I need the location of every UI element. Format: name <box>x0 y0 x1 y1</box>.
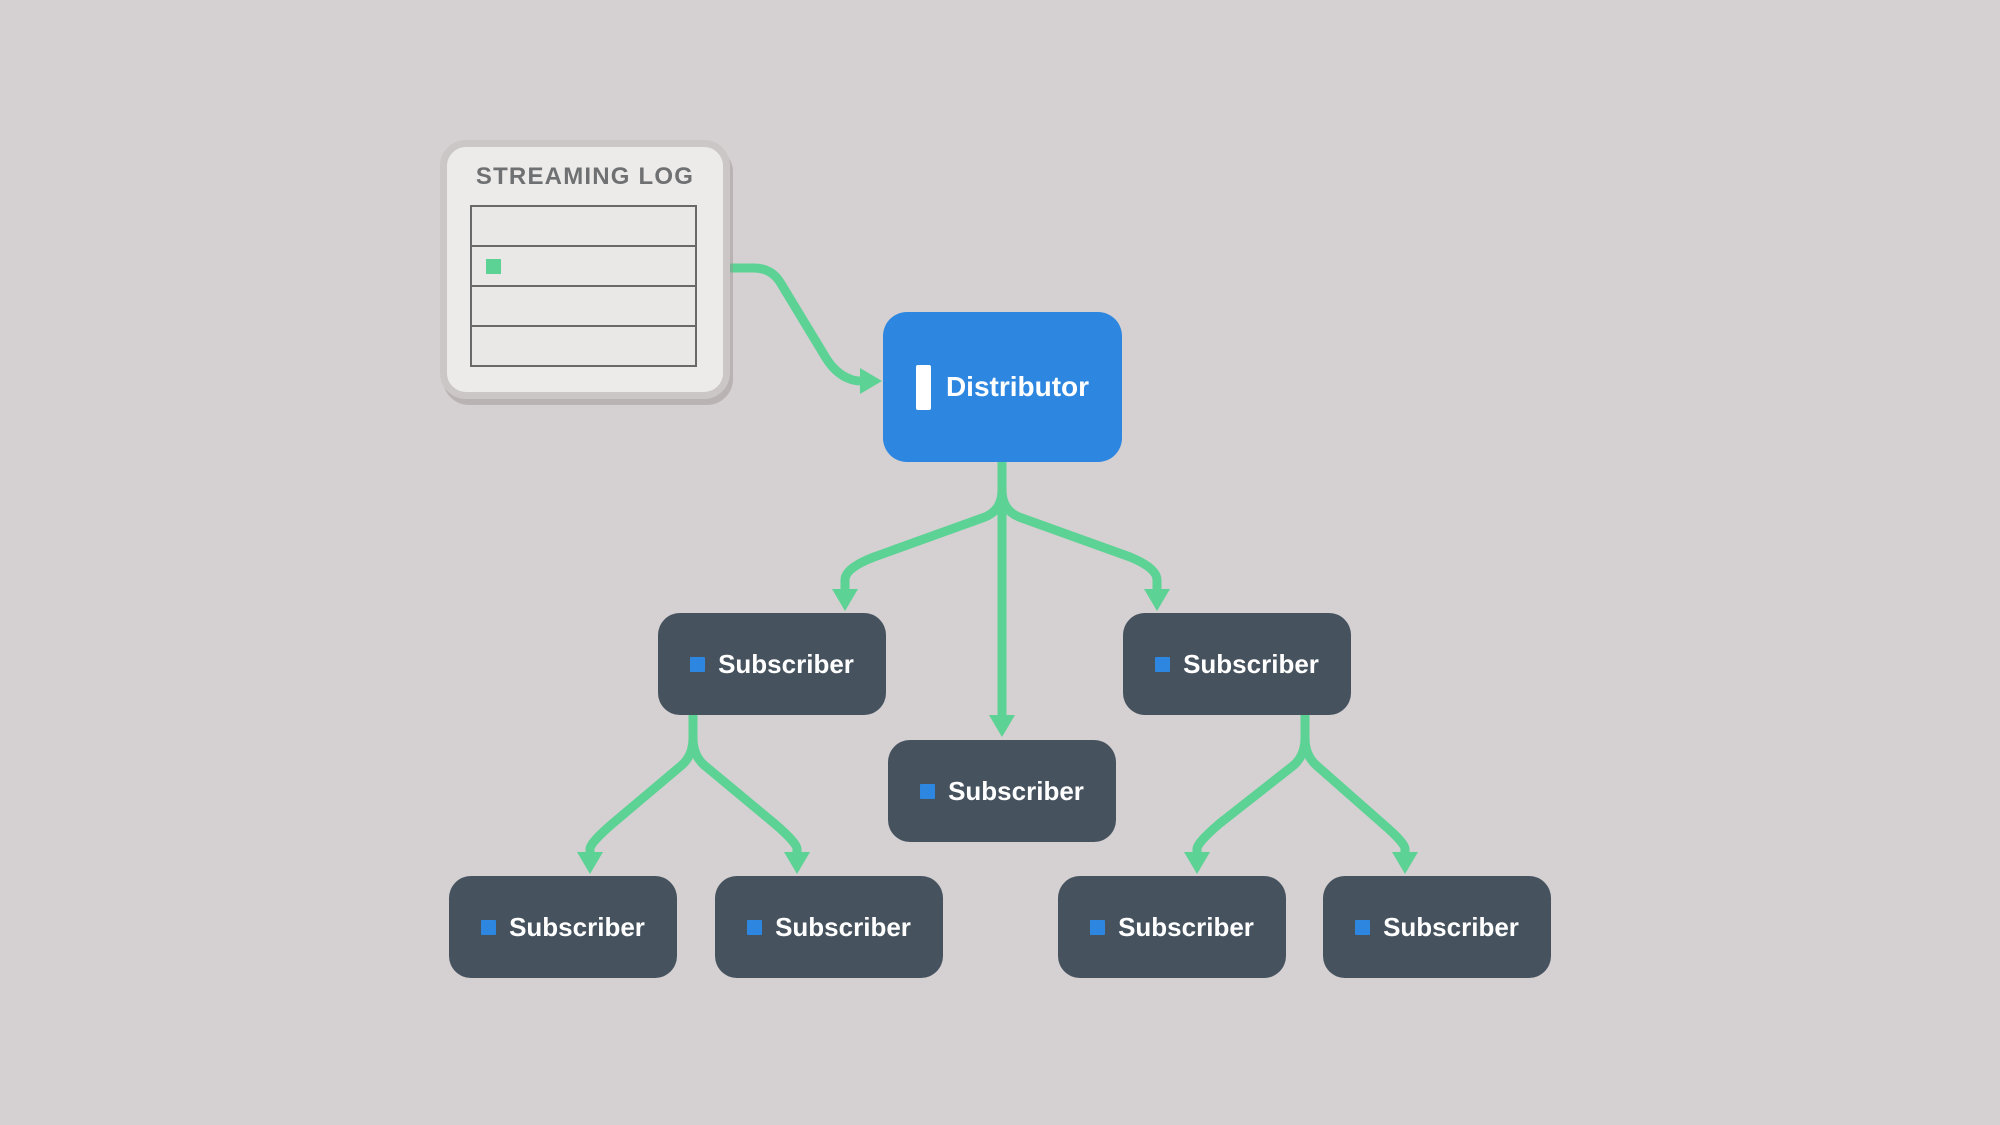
streaming-log-card: STREAMING LOG <box>440 140 730 399</box>
arrow-log-to-distributor <box>723 263 882 394</box>
distributor-label: Distributor <box>945 371 1090 402</box>
square-bullet-icon <box>481 919 497 935</box>
arrow-right-subscriber-to-child-4 <box>1300 713 1418 874</box>
subscriber-label: Subscriber <box>1383 911 1519 942</box>
log-entry-marker-icon <box>486 258 501 274</box>
vertical-bar-icon <box>915 364 931 410</box>
square-bullet-icon <box>1155 656 1171 672</box>
subscriber-node-5: Subscriber <box>715 876 943 978</box>
streaming-log-title: STREAMING LOG <box>475 163 695 190</box>
arrow-distributor-to-subscriber-right <box>997 462 1170 611</box>
subscriber-node-4: Subscriber <box>449 876 677 978</box>
arrow-left-subscriber-to-child-2 <box>688 713 810 874</box>
log-row <box>472 285 695 325</box>
subscriber-node-3: Subscriber <box>1123 613 1351 715</box>
subscriber-label: Subscriber <box>948 775 1084 806</box>
distributor-node: Distributor <box>883 312 1122 462</box>
log-row <box>472 207 695 245</box>
log-row <box>472 325 695 365</box>
subscriber-label: Subscriber <box>775 911 911 942</box>
arrow-left-subscriber-to-child-1 <box>577 713 698 874</box>
log-row <box>472 245 695 285</box>
subscriber-node-2: Subscriber <box>888 740 1116 842</box>
subscriber-label: Subscriber <box>509 911 645 942</box>
arrow-right-subscriber-to-child-3 <box>1184 713 1310 874</box>
subscriber-label: Subscriber <box>1118 911 1254 942</box>
square-bullet-icon <box>1355 919 1371 935</box>
square-bullet-icon <box>920 783 936 799</box>
subscriber-node-1: Subscriber <box>658 613 886 715</box>
subscriber-node-7: Subscriber <box>1323 876 1551 978</box>
square-bullet-icon <box>1090 919 1106 935</box>
arrow-distributor-to-subscriber-left <box>832 462 1007 611</box>
square-bullet-icon <box>747 919 763 935</box>
streaming-log-table <box>470 205 697 367</box>
subscriber-label: Subscriber <box>718 648 854 679</box>
square-bullet-icon <box>690 656 706 672</box>
subscriber-label: Subscriber <box>1183 648 1319 679</box>
subscriber-node-6: Subscriber <box>1058 876 1286 978</box>
